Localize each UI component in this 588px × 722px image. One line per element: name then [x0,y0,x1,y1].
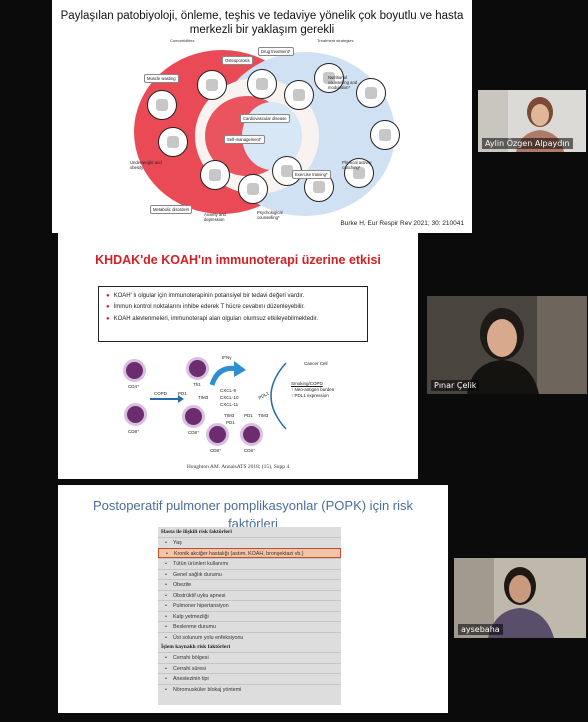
tag-psychological: Psychological counselling* [257,210,283,220]
section-header: İşlem kaynaklı risk faktörleri [161,644,231,650]
circle-icon [147,90,177,120]
cd8-label: CD8⁺ [128,429,140,434]
pdl1-expression-label: ↑ PDL1 expression [291,393,329,398]
ifn-label: IFNγ [222,355,232,360]
tag-muscle-wasting: Muscle wasting [144,74,179,83]
cxcl10-label: CXCL-10 [220,395,239,400]
cxcl11-label: CXCL-11 [220,402,239,407]
pd1-label: PD1 [226,420,235,425]
list-item: Beslenme durumu [158,621,341,632]
slide-comorbidities: Paylaşılan patobiyoloji, önleme, teşhis … [52,0,472,233]
cd8-label: CD8⁺ [244,448,256,453]
risk-factor-table: Hasta ile ilişkili risk faktörleri Yaş K… [158,527,341,705]
tim3-label: TIM3 [224,413,235,418]
tag-anxiety: Anxiety and depression [204,212,226,222]
slide2-citation: Houghton AM. AnnalsATS 2018; (15), Supp … [186,464,290,470]
tag-nutrition: Nutritional counselling and modulation* [328,75,358,91]
nutrition-icon [356,78,386,108]
pd1-label: PD1 [244,413,253,418]
cd8-cell [124,403,147,426]
tag-metabolic: Metabolic disorders [150,205,193,214]
tag-self-management: Self-management* [224,135,265,144]
list-item: Pulmoner hipertansiyon [158,600,341,611]
tag-osteoporosis: Osteoporosis [222,56,253,65]
list-item: Nöromusküler blokaj yöntemi [158,683,341,694]
slide2-bullet-box: ●KOAH' lı olgular için immunoterapinin p… [98,286,368,342]
heart-icon [284,80,314,110]
cd8-label: CD8⁺ [188,430,200,435]
neo-antigen-label: ↑ Neo-antigen burden [291,387,335,392]
participant-name: Pınar Çelik [431,380,480,391]
slide2-title: KHDAK'de KOAH'ın immunoterapi üzerine et… [95,253,381,267]
tag-underweight: Underweight and obesity [130,160,162,171]
slide2-bullet: ●İmmun kontrol noktalarını inhibe ederek… [106,304,305,311]
slide1-citation: Burke H, Eur Respir Rev 2021; 30: 210041 [340,220,464,227]
list-item: Üst solunum yolu enfeksiyonu [158,631,341,642]
cancer-cell-arc [270,362,287,430]
osteoporosis-icon [247,69,277,99]
drug-treatment-icon [314,63,344,93]
participant-tile[interactable]: Pınar Çelik [427,296,587,394]
participant-name: Aylin Özgen Alpaydın [482,138,573,149]
list-item: Cerrahi süresi [158,662,341,673]
tag-cardiovascular: Cardiovascular disease [240,114,290,123]
pd1-label: PD1 [178,391,187,396]
tim3-label: TIM3 [198,395,209,400]
slide-risk-factors: Postoperatif pulmoner pomplikasyonlar (P… [58,485,448,713]
list-item: Genel sağlık durumu [158,568,341,579]
list-item: Anestezinin tipi [158,673,341,684]
participant-tile[interactable]: aysebaha [454,558,586,638]
participant-tile[interactable]: Aylin Özgen Alpaydın [478,90,586,152]
section-header: Hasta ile ilişkili risk faktörleri [161,529,232,535]
list-item: Tütün ürünleri kullanımı [158,558,341,569]
cd8-cell [240,423,263,446]
metabolic-icon [200,160,230,190]
slide-immunotherapy: KHDAK'de KOAH'ın immunoterapi üzerine et… [58,233,418,479]
cd8-cell [182,405,205,428]
list-item: Yaş [158,537,341,548]
th1-label: Th1 [193,382,201,387]
cd8-label: CD8⁺ [210,448,222,453]
tag-drug-treatment: Drug treatment* [258,47,294,56]
slide2-bullet: ●KOAH' lı olgular için immunoterapinin p… [106,293,305,299]
list-item: Cerrahi bölgesi [158,652,341,663]
cd8-cell [206,423,229,446]
arrow-right-icon [150,395,184,403]
tag-exercise: Exercise training* [292,170,331,179]
slide1-title: Paylaşılan patobiyoloji, önleme, teşhis … [60,10,464,36]
th1-cell [186,357,209,380]
participant-name: aysebaha [458,624,503,635]
smoking-label: Smoking/COPD [291,381,323,386]
treatment-strategies-label: Treatment strategies [317,38,354,43]
slide2-bullet: ●KOAH alevlenmeleri, immunoterapi alan o… [106,315,319,322]
muscle-wasting-icon [197,70,227,100]
list-item: Obstrüktif uyku apnesi [158,589,341,600]
cxcl9-label: CXCL-9 [220,388,237,393]
tag-physical: Physical activity coaching* [342,160,372,171]
cd4-label: CD4⁺ [128,384,140,389]
tim3-label: TIM3 [258,413,269,418]
list-item-highlighted: Kronik akciğer hastalığı (astım, KOAH, b… [158,547,341,558]
physical-activity-icon [370,120,400,150]
cancer-cell-label: Cancer Cell [304,361,328,366]
list-item: Obezite [158,579,341,590]
curved-arrow-icon [209,361,246,386]
copd-label: COPD [154,391,168,396]
slide3-title: Postoperatif pulmoner pomplikasyonlar (P… [92,498,414,531]
underweight-icon [158,127,188,157]
cd4-cell [123,359,146,382]
participant-video [427,296,587,394]
comorbidities-label: Comorbidities [170,38,195,43]
exercise-icon [344,158,374,188]
list-item: Kalp yetmezliği [158,610,341,621]
anxiety-icon [238,174,268,204]
